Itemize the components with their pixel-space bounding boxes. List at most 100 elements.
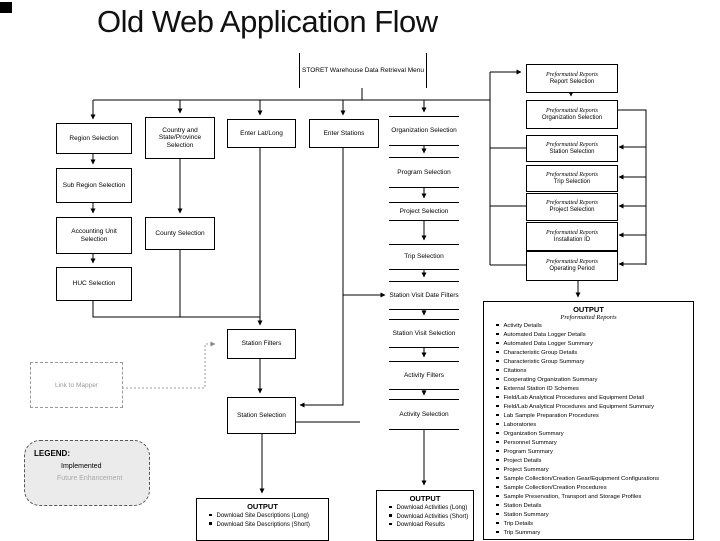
- pr-label: Preformatted Reports: [546, 71, 598, 78]
- node-program-selection: Program Selection: [389, 157, 459, 188]
- future-enhancement-connector: [122, 341, 216, 389]
- node-station-visit-selection: Station Visit Selection: [389, 319, 459, 348]
- legend-future-enhancement: Future Enhancement: [57, 475, 123, 482]
- node-region-selection: Region Selection: [56, 123, 132, 154]
- node-label: Station Filters: [241, 340, 282, 348]
- node-pr-trip-selection: Preformatted Reports Trip Selection: [526, 165, 618, 192]
- list-item: Activity Details: [496, 322, 690, 331]
- node-pr-operating-period: Preformatted Reports Operating Period: [526, 251, 618, 281]
- node-county-selection: County Selection: [145, 217, 215, 250]
- node-huc-selection: HUC Selection: [56, 267, 132, 301]
- output-site-list: Download Site Descriptions (Long)Downloa…: [197, 511, 328, 529]
- node-label: Organization Selection: [391, 127, 457, 135]
- list-item: Field/Lab Analytical Procedures and Equi…: [496, 403, 690, 412]
- list-item: External Station ID Schemes: [496, 385, 690, 394]
- list-item: Personnel Summary: [496, 439, 690, 448]
- node-label: Station Visit Selection: [392, 329, 456, 337]
- list-item: Project Details: [496, 457, 690, 466]
- list-item: Download Activities (Short): [389, 513, 470, 522]
- node-label: Enter Stations: [323, 129, 365, 137]
- node-label: Region Selection: [69, 134, 119, 142]
- node-country-state-selection: Country and State/Province Selection: [145, 117, 215, 159]
- node-label: Link to Mapper: [55, 381, 98, 389]
- node-label: Installation ID: [553, 236, 591, 243]
- node-activity-filters: Activity Filters: [389, 361, 459, 390]
- output-title: OUTPUT: [573, 305, 604, 314]
- list-item: Trip Summary: [496, 529, 690, 538]
- node-pr-project-selection: Preformatted Reports Project Selection: [526, 193, 618, 221]
- list-item: Program Summary: [496, 448, 690, 457]
- node-pr-station-selection: Preformatted Reports Station Selection: [526, 135, 618, 162]
- node-station-filters: Station Filters: [227, 329, 296, 359]
- arrow-connectors: [90, 69, 646, 494]
- list-item: Station Summary: [496, 511, 690, 520]
- slide-corner-marker: [0, 2, 12, 13]
- node-label: Operating Period: [549, 266, 595, 272]
- node-trip-selection: Trip Selection: [389, 244, 459, 270]
- list-item: Project Summary: [496, 466, 690, 475]
- list-item: Cooperating Organization Summary: [496, 376, 690, 385]
- list-item: Characteristic Group Summary: [496, 358, 690, 367]
- list-item: Citations: [496, 367, 690, 376]
- node-label: Program Selection: [397, 168, 451, 176]
- node-label: Country and State/Province Selection: [158, 126, 202, 149]
- node-label: Sub Region Selection: [62, 181, 126, 189]
- list-item: Laboratories: [496, 421, 690, 430]
- node-station-visit-date-filters: Station Visit Date Filters: [389, 281, 459, 310]
- list-item: Download Activities (Long): [389, 504, 470, 513]
- list-item: Sample Collection/Creation Gear/Equipmen…: [496, 475, 690, 484]
- legend-implemented: Implemented: [61, 463, 102, 470]
- node-accounting-unit-selection: Accounting Unit Selection: [56, 217, 132, 254]
- list-item: Station Details: [496, 502, 690, 511]
- node-label: Report Selection: [549, 78, 595, 85]
- list-item: Automated Data Logger Summary: [496, 340, 690, 349]
- legend-title: LEGEND:: [34, 449, 70, 458]
- pr-label: Preformatted Reports: [546, 141, 598, 148]
- node-activity-selection: Activity Selection: [389, 399, 459, 430]
- node-enter-stations: Enter Stations: [309, 119, 379, 148]
- node-enter-latlong: Enter Lat/Long: [227, 119, 296, 148]
- node-pr-report-selection: Preformatted Reports Report Selection: [526, 64, 618, 93]
- node-label: Station Selection: [237, 411, 286, 419]
- list-item: Characteristic Group Details: [496, 349, 690, 358]
- node-label: STORET Warehouse Data Retrieval Menu: [302, 66, 424, 74]
- output-subtitle: Preformatted Reports: [560, 314, 617, 321]
- list-item: Trip Details: [496, 520, 690, 529]
- node-organization-selection: Organization Selection: [389, 116, 459, 146]
- output-site-box: OUTPUT Download Site Descriptions (Long)…: [196, 498, 329, 541]
- list-item: Download Site Descriptions (Short): [209, 521, 325, 530]
- list-item: Sample Preservation, Transport and Stora…: [496, 493, 690, 502]
- list-item: Lab Sample Preparation Procedures: [496, 412, 690, 421]
- node-label: Activity Selection: [399, 410, 449, 418]
- list-item: Sample Collection/Creation Procedures: [496, 484, 690, 493]
- output-activities-list: Download Activities (Long)Download Activ…: [377, 503, 473, 530]
- output-title: OUTPUT: [247, 502, 278, 511]
- node-station-selection: Station Selection: [227, 397, 296, 434]
- node-label: Enter Lat/Long: [240, 129, 283, 137]
- pr-label: Preformatted Reports: [546, 200, 598, 206]
- node-pr-organization-selection: Preformatted Reports Organization Select…: [526, 100, 618, 129]
- node-label: Station Visit Date Filters: [389, 291, 459, 299]
- node-label: Trip Selection: [404, 253, 444, 261]
- output-activities-box: OUTPUT Download Activities (Long)Downloa…: [376, 490, 474, 541]
- list-item: Download Results: [389, 521, 470, 530]
- node-pr-installation-id: Preformatted Reports Installation ID: [526, 222, 618, 251]
- pr-label: Preformatted Reports: [546, 171, 598, 178]
- list-item: Field/Lab Analytical Procedures and Equi…: [496, 394, 690, 403]
- node-project-selection: Project Selection: [389, 202, 459, 221]
- legend-box: LEGEND: Implemented Future Enhancement: [24, 440, 150, 506]
- node-label: Accounting Unit Selection: [71, 228, 117, 243]
- pr-label: Preformatted Reports: [546, 107, 598, 114]
- node-label: HUC Selection: [72, 280, 116, 288]
- list-item: Organization Summary: [496, 430, 690, 439]
- node-retrieval-menu: STORET Warehouse Data Retrieval Menu: [299, 53, 427, 88]
- node-label: Project Selection: [399, 207, 449, 215]
- node-link-to-mapper: Link to Mapper: [30, 362, 123, 408]
- list-item: Automated Data Logger Details: [496, 331, 690, 340]
- pr-label: Preformatted Reports: [546, 229, 598, 236]
- output-title: OUTPUT: [409, 494, 441, 503]
- node-label: Organization Selection: [541, 114, 603, 121]
